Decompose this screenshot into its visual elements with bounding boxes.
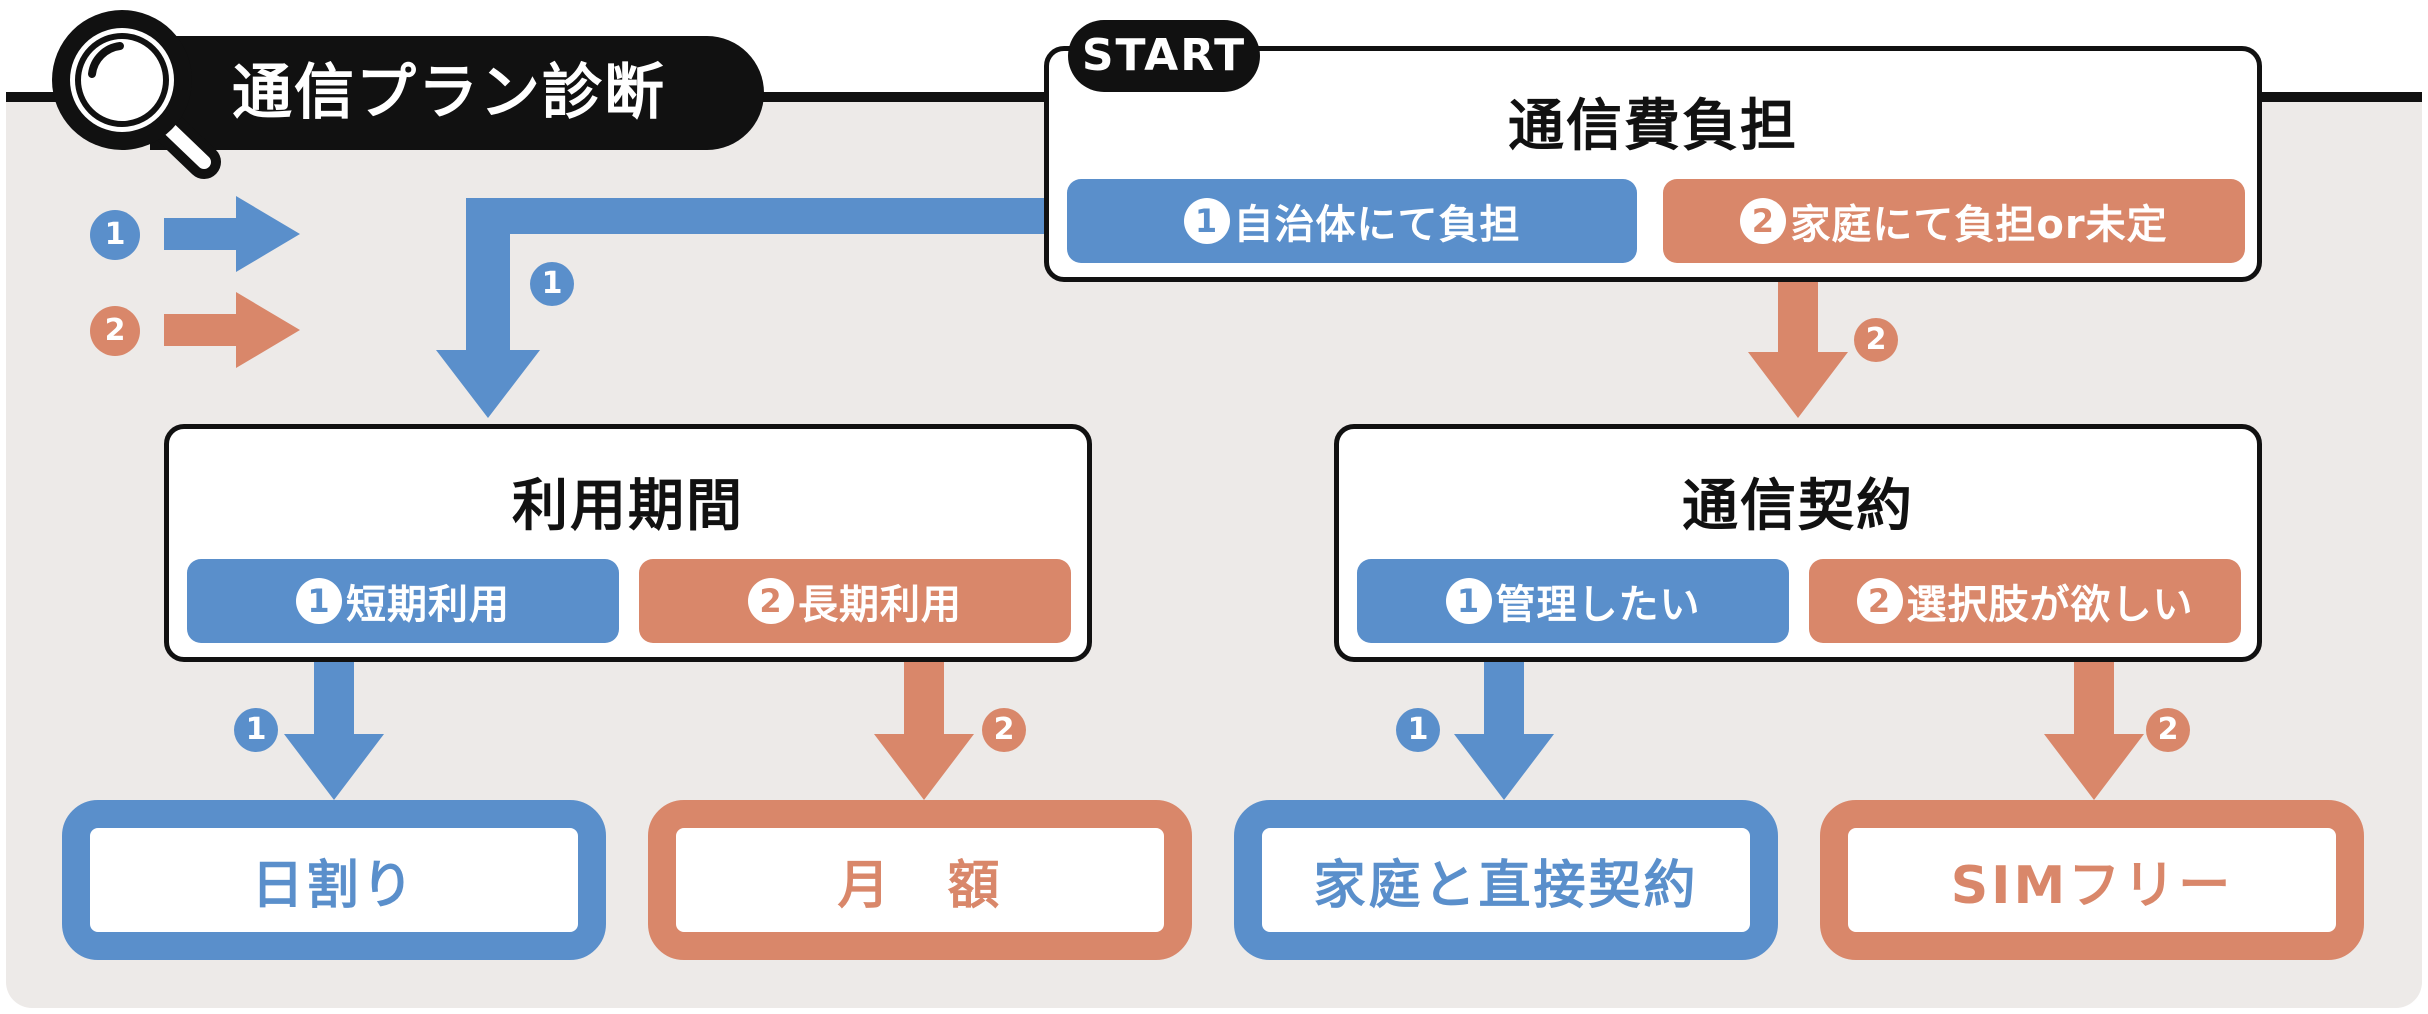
node-burden-option-1: 1 自治体にて負担: [1067, 179, 1637, 263]
option-number-1: 1: [1445, 578, 1492, 624]
option-number-1: 1: [296, 578, 342, 624]
option-label: 家庭にて負担or未定: [1790, 202, 2168, 248]
node-period-title: 利用期間: [512, 474, 744, 539]
node-contract-title: 通信契約: [1682, 474, 1914, 539]
legend-option-2: 2: [90, 306, 310, 356]
start-label: START: [1068, 20, 1260, 92]
edge-badge-1: 1: [234, 708, 278, 752]
legend-number-2: 2: [90, 306, 140, 356]
option-label: 長期利用: [798, 582, 962, 628]
result-sim-free: SIMフリー: [1820, 800, 2364, 960]
edge-badge-2: 2: [2146, 708, 2190, 752]
legend-arrow-2-icon: [164, 292, 300, 368]
result-monthly: 月 額: [648, 800, 1192, 960]
legend-option-1: 1: [90, 210, 310, 260]
node-period-option-1: 1 短期利用: [187, 559, 619, 643]
edge-badge-2: 2: [982, 708, 1026, 752]
result-direct-contract: 家庭と直接契約: [1234, 800, 1778, 960]
node-contract-option-1: 1 管理したい: [1357, 559, 1789, 643]
option-number-2: 2: [1856, 578, 1903, 624]
legend-number-1: 1: [90, 210, 140, 260]
edge-contract-to-simfree: [2044, 660, 2144, 800]
header-rule-right: [2262, 92, 2422, 102]
edge-badge-1: 1: [1396, 708, 1440, 752]
node-burden-title: 通信費負担: [1508, 94, 1798, 159]
node-contract-option-2: 2 選択肢が欲しい: [1809, 559, 2241, 643]
edge-burden-to-period: [436, 198, 1050, 418]
node-period-option-2: 2 長期利用: [639, 559, 1071, 643]
page-title: 通信プラン診断: [150, 36, 764, 150]
option-label: 短期利用: [346, 582, 510, 628]
legend-arrow-1-icon: [164, 196, 300, 272]
edge-badge-1: 1: [530, 262, 574, 306]
node-contract: 通信契約 1 管理したい 2 選択肢が欲しい: [1334, 424, 2262, 662]
edge-period-to-monthly: [874, 660, 974, 800]
option-label: 管理したい: [1495, 582, 1701, 628]
edge-period-to-daily: [284, 660, 384, 800]
result-daily: 日割り: [62, 800, 606, 960]
edge-burden-to-contract: [1748, 280, 1848, 418]
node-burden-option-2: 2 家庭にて負担or未定: [1663, 179, 2245, 263]
option-label: 選択肢が欲しい: [1906, 582, 2194, 628]
node-period: 利用期間 1 短期利用 2 長期利用: [164, 424, 1092, 662]
edge-contract-to-direct: [1454, 660, 1554, 800]
option-number-1: 1: [1183, 198, 1230, 244]
node-burden: 通信費負担 1 自治体にて負担 2 家庭にて負担or未定: [1044, 46, 2262, 282]
edge-badge-2: 2: [1854, 318, 1898, 362]
magnifier-icon: [52, 10, 221, 179]
option-number-2: 2: [748, 578, 794, 624]
option-label: 自治体にて負担: [1233, 202, 1521, 248]
option-number-2: 2: [1740, 198, 1787, 244]
